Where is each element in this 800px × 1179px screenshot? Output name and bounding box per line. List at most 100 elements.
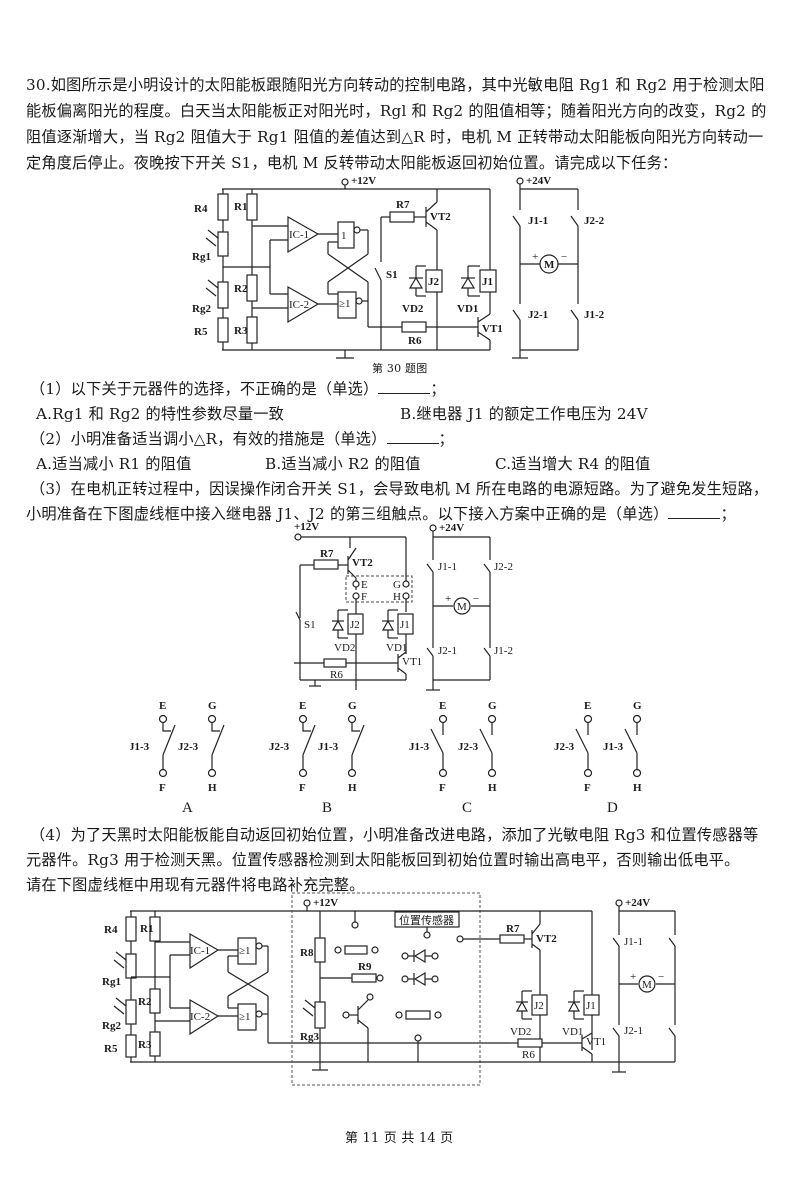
svg-text:Rg2: Rg2 [192,303,211,315]
sub3-circuit: +12V R7 VT2 E G F H J2 VD2 J1 VD1 S1 R6 … [294,521,513,691]
svg-text:R8: R8 [300,947,314,959]
switch-label: J1-3 [130,741,150,753]
svg-text:R4: R4 [104,924,118,936]
resistor-R2 [246,274,258,302]
svg-text:+: + [630,971,636,983]
svg-text:R6: R6 [330,669,343,681]
svg-text:IC-2: IC-2 [190,1011,210,1023]
svg-text:S1: S1 [304,619,316,631]
sub2-answer-blank[interactable] [386,429,439,444]
terminal [438,714,448,724]
switch-contact [162,724,176,756]
svg-text:R9: R9 [358,961,372,973]
svg-text:IC-1: IC-1 [190,945,210,957]
svg-text:IC-1: IC-1 [289,229,309,241]
svg-text:J1-2: J1-2 [494,645,513,657]
terminal-label: H [488,782,497,794]
relay-J2 [425,269,443,293]
svg-text:−: − [473,593,479,605]
svg-text:R2: R2 [234,283,248,295]
figure-30-circuit: +12V R4 Rg1 Rg2 R5 R1 R2 R3 IC-1 IC-2 1 … [192,175,605,359]
svg-text:E: E [361,579,368,591]
svg-text:H: H [393,591,401,603]
sub4-line-2: 元器件。Rg3 用于检测天黑。位置传感器检测到太阳能板回到初始位置时输出高电平，… [26,851,740,869]
svg-text:1: 1 [341,230,347,242]
photoresistor-Rg1 [217,231,229,257]
svg-text:M: M [642,979,652,991]
svg-text:VD2: VD2 [402,303,424,315]
svg-text:R6: R6 [522,1049,535,1061]
svg-text:J2-2: J2-2 [494,561,513,573]
terminal-label: E [584,700,591,712]
svg-text:F: F [361,591,367,603]
svg-text:+24V: +24V [526,175,551,187]
sub3-line-2: 小明准备在下图虚线框中接入继电器 J1、J2 的第三组触点。以下接入方案中正确的… [26,504,736,523]
svg-text:J1-1: J1-1 [438,561,457,573]
motor-M [539,254,559,274]
svg-text:Rg1: Rg1 [192,251,211,263]
terminal [298,714,308,724]
switch-label: J1-3 [603,741,624,753]
svg-text:VD1: VD1 [457,303,478,315]
sub3-answer-blank[interactable] [668,504,721,519]
svg-text:J2-2: J2-2 [584,215,605,227]
svg-text:S1: S1 [386,269,398,281]
svg-text:+: + [445,593,451,605]
switch-label: J1-3 [409,741,430,753]
sub2-stem: （2）小明准备适当调小△R，有效的措施是（单选）； [30,429,454,448]
svg-text:J2: J2 [350,619,360,631]
terminal-label: F [439,782,446,794]
switch-contact [351,724,365,756]
svg-text:+12V: +12V [294,521,319,533]
svg-text:VT2: VT2 [430,211,451,223]
svg-text:VD2: VD2 [510,1026,531,1038]
terminal [583,768,593,778]
terminal-label: E [159,700,166,712]
sub2-option-c: C.适当增大 R4 的阻值 [495,455,651,473]
svg-text:J1-1: J1-1 [528,215,548,227]
switch-label: J2-3 [269,741,290,753]
question-intro-line-1: 30.如图所示是小明设计的太阳能板跟随阳光方向转动的控制电路，其中光敏电阻 Rg… [26,76,765,94]
terminal [487,714,497,724]
sub4-circuit: R4 Rg1 Rg2 R5 R1 R2 R3 IC-1 IC-2 ≥1 ≥1 +… [102,892,676,1086]
svg-text:Rg1: Rg1 [102,976,121,988]
sub1-answer-blank[interactable] [378,379,431,394]
terminal [438,768,448,778]
switch-contact [211,724,225,756]
terminal-label: E [299,700,306,712]
choice-letter: C [462,800,472,816]
sub1-option-b: B.继电器 J1 的额定工作电压为 24V [400,405,648,423]
svg-text:IC-2: IC-2 [289,299,309,311]
sub2-option-a: A.适当减小 R1 的阻值 [36,455,192,473]
resistor-R1 [246,193,258,221]
svg-text:J1-2: J1-2 [584,309,605,321]
switch-contact [575,728,589,754]
dashed-box [345,575,413,603]
page-footer: 第 11 页 共 14 页 [345,1131,454,1146]
terminal-label: F [159,782,166,794]
terminal [632,768,642,778]
svg-text:VT1: VT1 [586,1036,606,1048]
diode-VD1 [460,276,476,289]
diode-VD2 [408,276,424,289]
svg-text:Rg3: Rg3 [300,1031,319,1043]
choice-letter: A [182,800,193,816]
svg-text:R5: R5 [194,326,208,338]
svg-text:VD1: VD1 [562,1026,583,1038]
svg-text:−: − [658,971,664,983]
terminal-label: G [208,700,217,712]
terminal [347,768,357,778]
terminal-label: G [348,700,357,712]
resistor-R7 [313,559,339,570]
svg-text:+24V: +24V [439,522,464,534]
terminal-label: H [208,782,217,794]
resistor-R4 [217,193,229,221]
svg-text:J1: J1 [482,276,493,288]
svg-text:+: + [532,251,538,263]
switch-contact [479,728,493,754]
sub3-line-1: （3）在电机正转过程中，因误操作闭合开关 S1，会导致电机 M 所在电路的电源短… [30,480,769,498]
svg-text:M: M [544,259,555,271]
not-gate [337,221,355,249]
opamp-IC2 [287,285,320,324]
svg-text:≥1: ≥1 [339,298,351,310]
